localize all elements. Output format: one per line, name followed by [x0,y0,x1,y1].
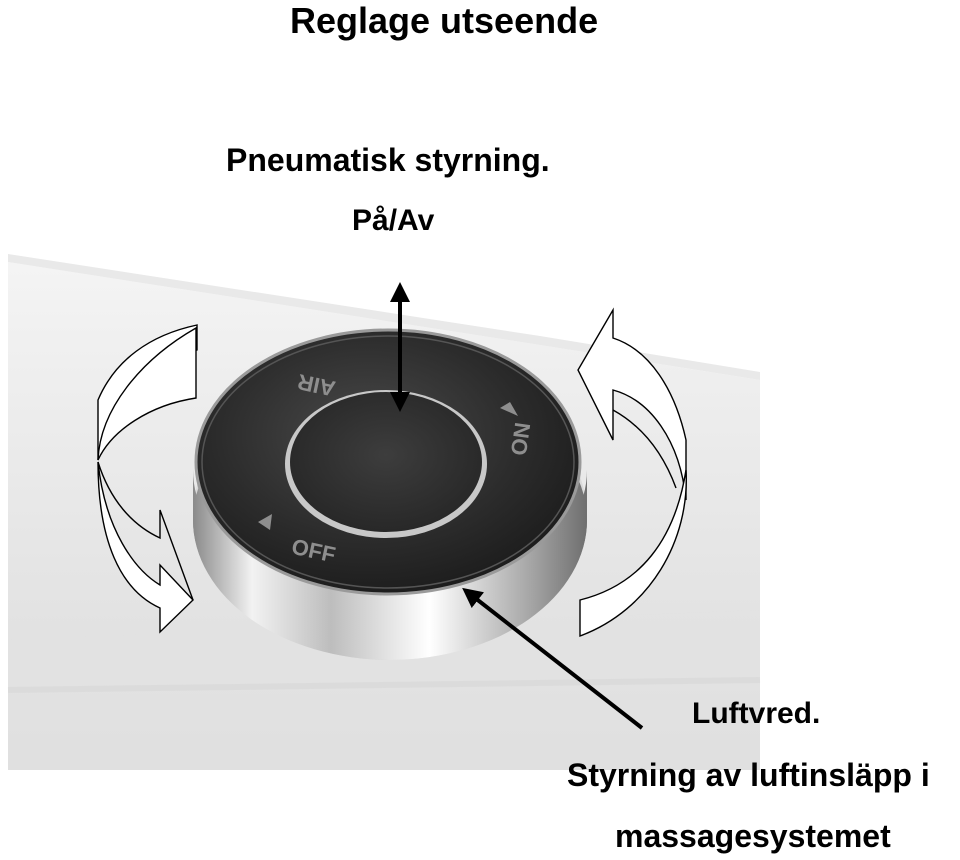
page-title: Reglage utseende [290,0,599,41]
marking-on: ON [506,421,535,457]
rotate-arrow-left-icon [97,324,198,634]
knob-pointer-arrow [462,587,644,730]
rotate-arrow-right-icon [577,307,687,638]
on-off-push-button[interactable] [285,390,487,538]
pointer-arrows [390,282,644,730]
air-knob-description-line2: massagesystemet [615,818,891,854]
on-off-label: På/Av [352,204,435,237]
air-knob-label: Luftvred. [692,697,821,730]
triangle-on-icon [500,402,518,416]
pneumatic-control-label: Pneumatisk styrning. [226,142,550,178]
air-knob-description-line1: Styrning av luftinsläpp i [567,757,930,793]
triangle-off-icon [258,514,272,530]
